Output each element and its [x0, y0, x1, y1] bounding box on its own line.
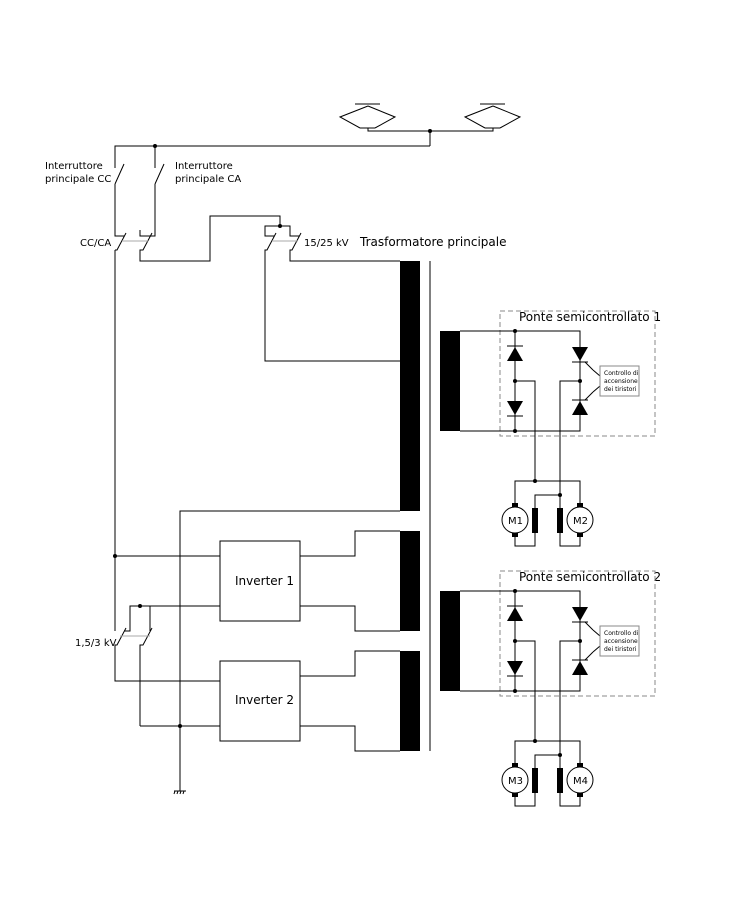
thyristor-icon: [572, 347, 594, 371]
voltage-1-5-3-label: 1,5/3 kV: [75, 638, 117, 649]
thyristor-control-box: [599, 625, 640, 657]
thyristor-icon: [572, 651, 594, 675]
motor-icon: M4: [566, 763, 594, 797]
diode-icon: [507, 661, 523, 677]
diode-icon: [507, 345, 523, 361]
diode-icon: [507, 605, 523, 621]
main-switch-dc-label: Interruttore: [45, 161, 103, 172]
thyristor-icon: [572, 391, 594, 415]
dc-bus: [113, 250, 400, 791]
main-switch-ac-label: Interruttore: [175, 161, 233, 172]
main-transformer-label: Trasformatore principale: [359, 235, 506, 249]
motor-m1-label: M1: [508, 516, 523, 527]
bridge-2-label: Ponte semicontrollato 2: [519, 570, 661, 584]
motor-icon: M3: [501, 763, 529, 797]
motor-icon: M2: [566, 503, 594, 537]
inverter-2-label: Inverter 2: [235, 693, 294, 707]
thyristor-control-box: [599, 365, 640, 397]
main-switch-ac: [140, 163, 165, 237]
voltage-selector-1-5-3: [114, 604, 220, 726]
motor-m3-label: M3: [508, 776, 523, 787]
voltage-15-25-label: 15/25 kV: [304, 238, 349, 249]
ground-icon: [173, 790, 186, 795]
motor-m2-label: M2: [573, 516, 588, 527]
main-switch-ac-label: principale CA: [175, 174, 241, 185]
inverter-1: [219, 530, 400, 632]
inverter-2: [219, 650, 400, 752]
motor-icon: M1: [501, 503, 529, 537]
diode-icon: [507, 401, 523, 417]
thyristor-icon: [572, 607, 594, 631]
main-transformer: [400, 261, 460, 751]
pantograph-icon: [463, 103, 522, 129]
inverter-1-label: Inverter 1: [235, 574, 294, 588]
cc-ca-selector: [114, 215, 281, 262]
cc-ca-label: CC/CA: [80, 238, 111, 249]
main-switch-dc: [114, 163, 125, 236]
motor-m4-label: M4: [573, 776, 588, 787]
voltage-selector-15-25: [264, 224, 400, 362]
main-switch-dc-label: principale CC: [45, 174, 111, 185]
bridge-1-label: Ponte semicontrollato 1: [519, 310, 661, 324]
pantograph-icon: [338, 103, 397, 129]
pantograph-bus: [114, 127, 500, 166]
